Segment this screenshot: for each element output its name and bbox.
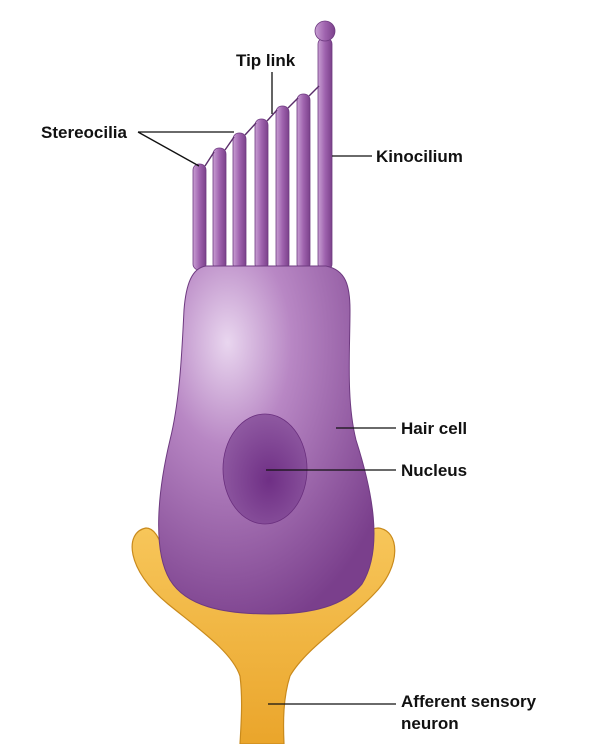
stereocilium-3 xyxy=(232,132,247,271)
tip-links xyxy=(204,85,320,167)
kinocilium-label: Kinocilium xyxy=(376,147,463,166)
kinocilium-tip xyxy=(314,20,336,42)
hair-cell-label: Hair cell xyxy=(401,419,467,438)
nucleus xyxy=(222,413,308,525)
stereocilia-label: Stereocilia xyxy=(41,123,128,142)
stereocilia-bundle xyxy=(192,20,336,271)
afferent-label-line2: neuron xyxy=(401,714,459,733)
afferent-label-line1: Afferent sensory xyxy=(401,692,537,711)
kinocilium-shaft xyxy=(317,37,333,271)
tip-link-label: Tip link xyxy=(236,51,296,70)
stereocilium-5 xyxy=(275,105,290,271)
stereocilia-leader-diagonal xyxy=(137,131,200,167)
stereocilium-2 xyxy=(212,147,227,271)
nucleus-label: Nucleus xyxy=(401,461,467,480)
stereocilium-1 xyxy=(192,163,207,271)
stereocilium-4 xyxy=(254,118,269,271)
stereocilium-6 xyxy=(296,93,311,271)
leader-lines xyxy=(137,72,396,705)
